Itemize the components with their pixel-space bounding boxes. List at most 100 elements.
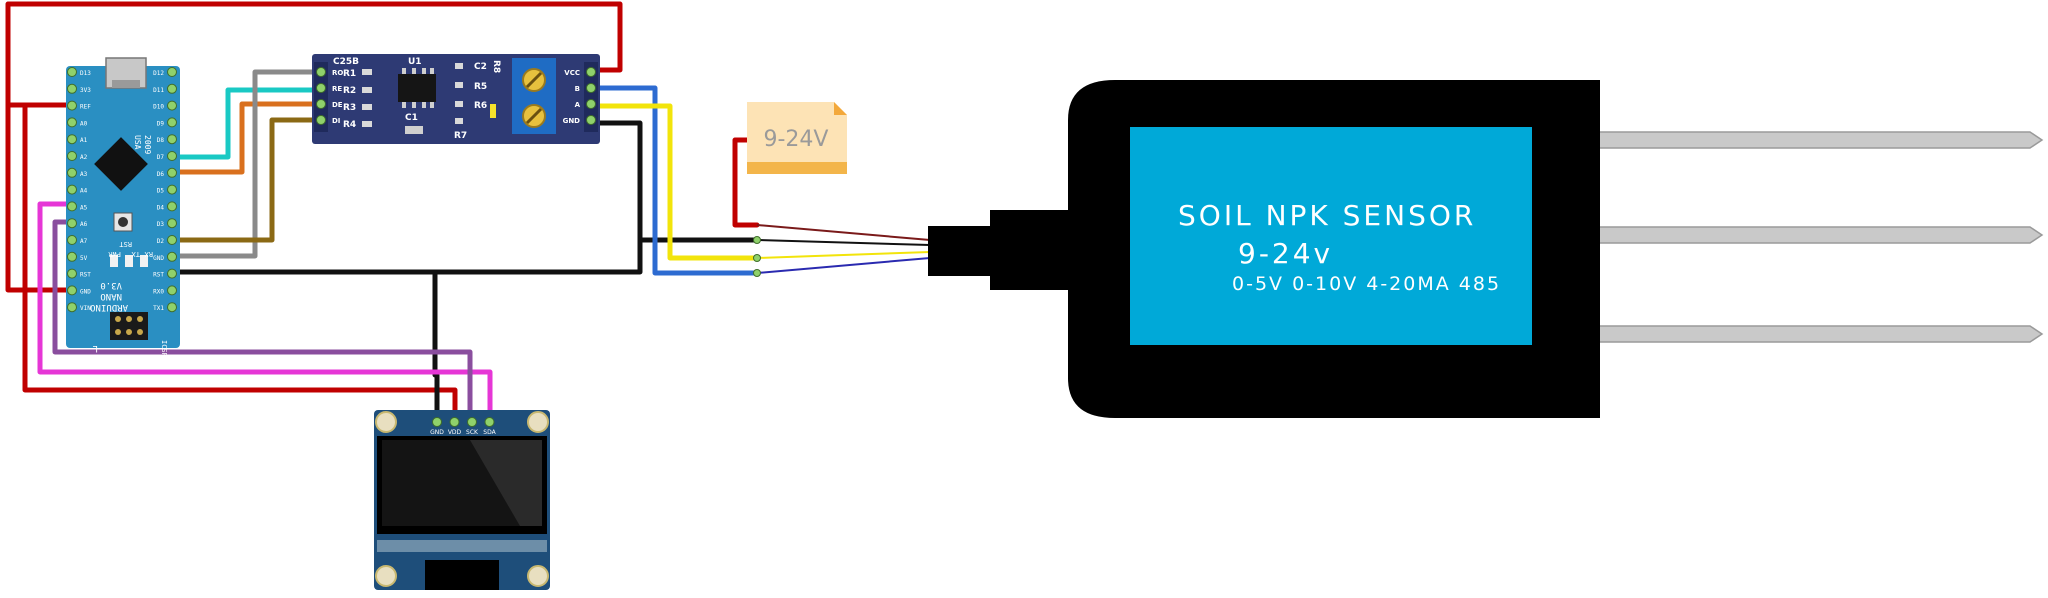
- nano-pin[interactable]: [167, 67, 177, 77]
- rs485-pin[interactable]: [316, 67, 326, 77]
- nano-pin[interactable]: [67, 201, 77, 212]
- nano-pin[interactable]: [67, 134, 77, 145]
- nano-pin[interactable]: [67, 285, 77, 296]
- nano-label-year: 2009: [143, 135, 152, 154]
- nano-pin[interactable]: [67, 218, 77, 229]
- led-icon: [140, 255, 148, 267]
- oled-pin-label: SCK: [466, 429, 479, 436]
- nano-pin[interactable]: [167, 167, 177, 178]
- mount-hole: [375, 565, 397, 587]
- nano-pin-label: A3: [80, 171, 88, 178]
- wire-orange-re: [169, 101, 323, 175]
- nano-pin[interactable]: [67, 184, 77, 195]
- mount-hole: [527, 411, 549, 433]
- nano-pin[interactable]: [67, 235, 77, 245]
- nano-pin[interactable]: [167, 83, 177, 94]
- nano-pin[interactable]: [167, 201, 177, 212]
- rs485-pin-label: B: [575, 85, 580, 93]
- rs485-pin[interactable]: [586, 67, 596, 77]
- ic-legs: [402, 68, 434, 108]
- rs485-label-r1: R1: [343, 69, 356, 79]
- nano-pin-label: GND: [80, 288, 91, 295]
- wire-yellow-a: [592, 103, 758, 261]
- rs485-pin[interactable]: [586, 115, 596, 125]
- soil-npk-sensor[interactable]: SOIL NPK SENSOR 9-24v 0-5V 0-10V 4-20MA …: [928, 80, 2044, 418]
- nano-pin[interactable]: [167, 117, 177, 128]
- nano-pin-label: A0: [80, 120, 88, 127]
- nano-pin-label: D13: [80, 70, 91, 77]
- rs485-pin[interactable]: [586, 99, 596, 109]
- nano-pin-label: D10: [153, 104, 164, 111]
- screw-slot: [525, 107, 543, 125]
- rs485-pin-label: GND: [563, 117, 581, 125]
- led-icon: [110, 255, 118, 267]
- rs485-label-r4: R4: [343, 120, 356, 130]
- nano-pin-label: 5V: [80, 255, 88, 262]
- rs485-pin-label: RE: [332, 85, 342, 93]
- rs485-pin-label: VCC: [564, 69, 580, 77]
- rs485-pin[interactable]: [316, 115, 326, 125]
- nano-pin-label: A1: [80, 137, 88, 144]
- rs485-left-header: [314, 62, 328, 132]
- nano-pin[interactable]: [67, 100, 77, 111]
- nano-pin[interactable]: [67, 167, 77, 178]
- lead-connector: [753, 254, 761, 262]
- oled-pin[interactable]: [484, 417, 495, 427]
- screw-slot: [525, 71, 543, 89]
- nano-pin[interactable]: [167, 134, 177, 145]
- nano-pin-label: D9: [157, 120, 165, 127]
- probe: [1597, 325, 2044, 343]
- nano-pin[interactable]: [67, 151, 77, 161]
- nano-pin[interactable]: [67, 117, 77, 128]
- mount-hole: [375, 411, 397, 433]
- nano-pin[interactable]: [167, 285, 177, 296]
- nano-pin[interactable]: [167, 251, 177, 262]
- nano-pin[interactable]: [167, 218, 177, 229]
- lead-black: [756, 239, 931, 246]
- nano-pin-label: D8: [157, 137, 165, 144]
- nano-pin-label: D5: [157, 188, 165, 195]
- nano-pin[interactable]: [167, 100, 177, 111]
- oled-pin-label: SDA: [483, 429, 496, 436]
- icsp-header: [110, 312, 148, 340]
- nano-pin[interactable]: [67, 83, 77, 94]
- rs485-pin[interactable]: [316, 83, 326, 93]
- oled-pin[interactable]: [467, 417, 477, 427]
- sensor-screen: [1130, 127, 1532, 345]
- arduino-nano[interactable]: ARDUINO NANO V3.0 2009 USA RST PWR TX RX…: [66, 57, 180, 357]
- nano-pin[interactable]: [67, 67, 77, 77]
- led-icon: [125, 255, 133, 267]
- probe: [1597, 226, 2044, 244]
- nano-label-pwr: PWR: [108, 250, 121, 258]
- nano-pin[interactable]: [167, 302, 177, 313]
- nano-pin-label: A4: [80, 188, 88, 195]
- nano-pin[interactable]: [67, 251, 77, 262]
- power-note[interactable]: 9-24V: [747, 102, 847, 174]
- rs485-pin[interactable]: [586, 83, 596, 93]
- nano-pin-label: RST: [80, 272, 91, 279]
- nano-pin[interactable]: [167, 151, 177, 161]
- smd-components: [362, 63, 496, 134]
- rs485-right-header: [584, 62, 598, 132]
- oled-pin-label: VDD: [448, 429, 462, 436]
- nano-pin-label: RX0: [153, 288, 164, 295]
- mcu-chip: [94, 137, 148, 191]
- nano-pin[interactable]: [167, 268, 177, 279]
- oled-flex: [425, 560, 499, 590]
- wire-blue-b: [592, 85, 758, 276]
- oled-pin[interactable]: [432, 417, 442, 427]
- rs485-pin[interactable]: [316, 99, 326, 109]
- lead-connector: [753, 236, 761, 244]
- nano-pin[interactable]: [67, 268, 77, 279]
- power-note-band: [747, 162, 847, 174]
- oled-pin[interactable]: [449, 417, 460, 427]
- nano-pin[interactable]: [67, 302, 77, 313]
- nano-pin-label: A5: [80, 204, 88, 211]
- nano-pin[interactable]: [167, 235, 177, 245]
- nano-pin[interactable]: [167, 184, 177, 195]
